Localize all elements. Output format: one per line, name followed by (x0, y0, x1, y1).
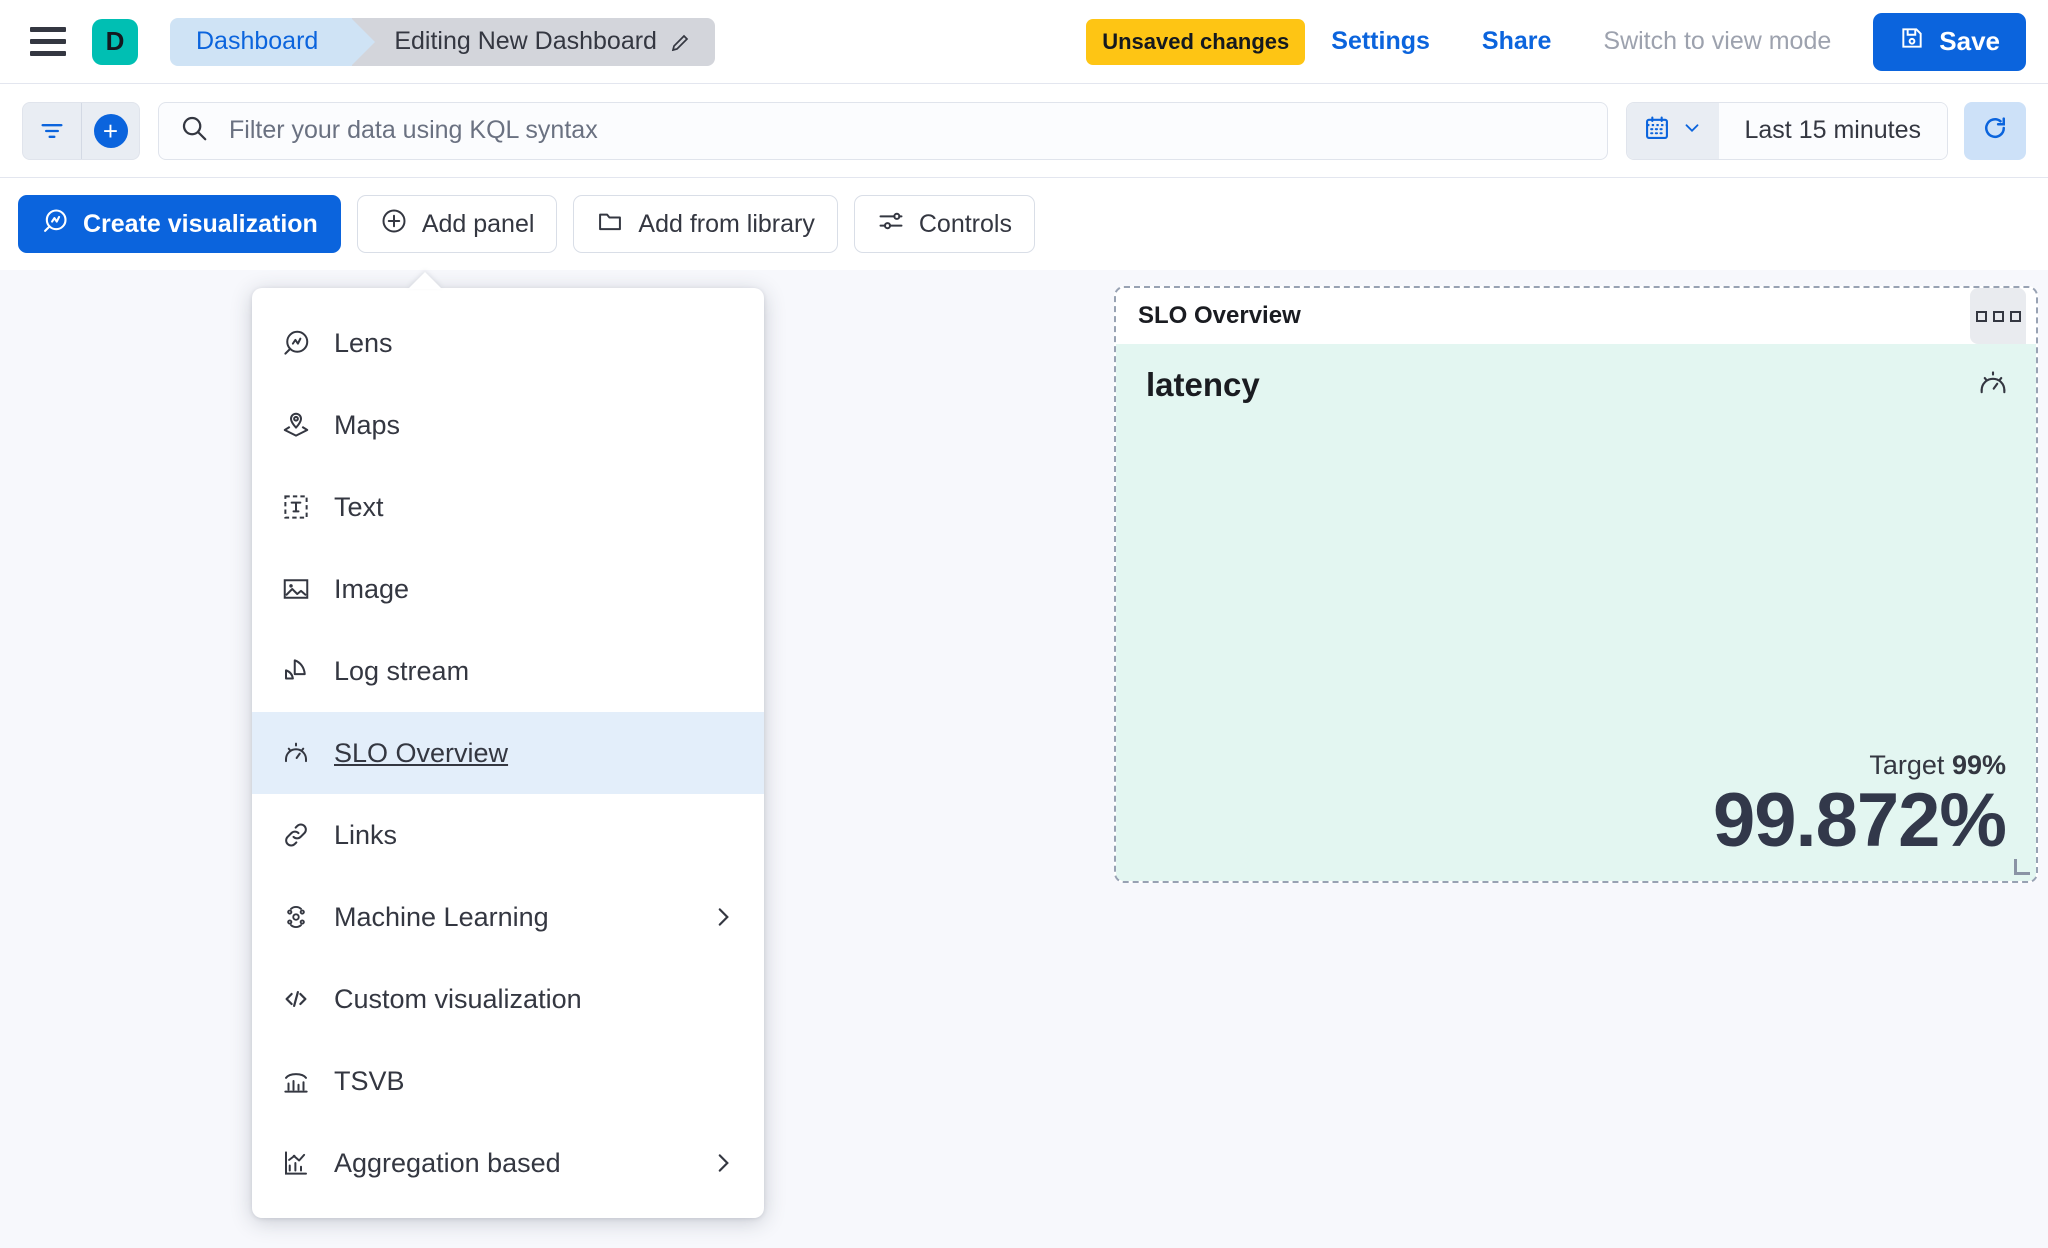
add-filter-button[interactable]: + (81, 102, 139, 159)
menu-item-links[interactable]: Links (252, 794, 764, 876)
menu-item-aggregation-based[interactable]: Aggregation based (252, 1122, 764, 1204)
context-menu-icon[interactable] (1970, 288, 2026, 344)
menu-item-text[interactable]: Text (252, 466, 764, 548)
controls-button[interactable]: Controls (853, 195, 1035, 253)
panel-resize-handle[interactable] (2014, 859, 2030, 875)
save-button-label: Save (1939, 26, 2000, 56)
search-input[interactable] (229, 116, 1587, 145)
panel-body: latency Target 99% 99.872% (1116, 344, 2036, 881)
map-pin-layers-icon (280, 409, 312, 441)
search-input-wrapper[interactable] (158, 101, 1608, 160)
tsvb-chart-icon (280, 1065, 312, 1097)
time-range-label[interactable]: Last 15 minutes (1718, 102, 1947, 159)
link-icon (280, 819, 312, 851)
create-visualization-button[interactable]: Create visualization (18, 195, 341, 253)
dashboard-canvas: Lens Maps Text (0, 270, 2048, 1248)
panel-header: SLO Overview (1116, 288, 2036, 344)
add-panel-label: Add panel (421, 209, 535, 238)
menu-item-label: TSVB (334, 1065, 405, 1096)
aggregation-chart-icon (280, 1147, 312, 1179)
save-button[interactable]: Save (1873, 12, 2026, 71)
switch-view-mode-link[interactable]: Switch to view mode (1603, 27, 1832, 55)
plus-circle-icon: + (93, 113, 128, 148)
chevron-down-icon (1681, 117, 1703, 144)
add-panel-menu: Lens Maps Text (252, 288, 764, 1218)
app-header: D Dashboard Editing New Dashboard Unsave… (0, 0, 2048, 84)
calendar-icon (1643, 114, 1671, 147)
slo-values: Target 99% 99.872% (1712, 750, 2007, 864)
add-from-library-label: Add from library (638, 209, 815, 238)
add-from-library-button[interactable]: Add from library (573, 195, 838, 253)
gauge-icon (1976, 366, 2010, 405)
dashboard-toolbar: Create visualization Add panel Add from … (0, 178, 2048, 270)
share-link[interactable]: Share (1481, 27, 1552, 55)
gauge-icon (280, 737, 312, 769)
menu-item-log-stream[interactable]: Log stream (252, 630, 764, 712)
code-icon (280, 983, 312, 1015)
filter-controls: + (22, 101, 140, 160)
menu-item-label: Custom visualization (334, 983, 582, 1014)
slo-name: latency (1146, 366, 1260, 403)
settings-link[interactable]: Settings (1331, 27, 1430, 55)
add-panel-button[interactable]: Add panel (356, 195, 558, 253)
breadcrumb-root-label: Dashboard (196, 27, 319, 55)
menu-item-image[interactable]: Image (252, 548, 764, 630)
status-badge[interactable]: Unsaved changes (1086, 18, 1306, 65)
menu-item-label: SLO Overview (334, 737, 509, 768)
panel-title: SLO Overview (1138, 302, 1301, 329)
chevron-right-icon (710, 1150, 736, 1176)
create-visualization-label: Create visualization (83, 209, 318, 238)
menu-item-label: Machine Learning (334, 901, 549, 932)
log-stream-icon (280, 655, 312, 687)
menu-item-machine-learning[interactable]: Machine Learning (252, 876, 764, 958)
query-bar: + Last 15 (0, 84, 2048, 178)
menu-item-label: Text (334, 491, 384, 522)
image-icon (280, 573, 312, 605)
lens-icon (280, 327, 312, 359)
breadcrumb-item-current[interactable]: Editing New Dashboard (352, 17, 715, 66)
slo-target-prefix: Target (1869, 750, 1945, 781)
search-icon (179, 113, 209, 148)
plus-circle-outline-icon (380, 207, 408, 242)
chevron-right-icon (710, 904, 736, 930)
menu-item-custom-visualization[interactable]: Custom visualization (252, 958, 764, 1040)
time-picker: Last 15 minutes (1625, 101, 1948, 160)
slo-current-value: 99.872% (1712, 778, 2007, 864)
breadcrumb-current-label: Editing New Dashboard (394, 27, 657, 55)
breadcrumb-item-dashboard[interactable]: Dashboard (170, 17, 376, 66)
machine-learning-icon (280, 901, 312, 933)
breadcrumb: Dashboard Editing New Dashboard (170, 17, 715, 66)
avatar[interactable]: D (92, 18, 138, 65)
slo-target-value: 99% (1951, 750, 2006, 781)
slo-overview-panel[interactable]: SLO Overview latency Target 99% 99.872% (1114, 286, 2038, 883)
header-actions: Unsaved changes Settings Share Switch to… (1086, 12, 2026, 71)
slo-target: Target 99% (1713, 750, 2006, 781)
text-box-icon (280, 491, 312, 523)
date-quick-select-button[interactable] (1626, 102, 1719, 159)
lens-icon (41, 207, 69, 242)
hamburger-icon[interactable] (26, 20, 70, 64)
menu-item-label: Maps (334, 409, 401, 440)
folder-icon (596, 207, 624, 242)
menu-item-maps[interactable]: Maps (252, 384, 764, 466)
menu-item-label: Links (334, 819, 398, 850)
pencil-icon[interactable] (669, 30, 693, 54)
controls-label: Controls (918, 209, 1012, 238)
refresh-button[interactable] (1964, 101, 2026, 160)
menu-item-label: Aggregation based (334, 1147, 561, 1178)
menu-item-lens[interactable]: Lens (252, 302, 764, 384)
menu-item-label: Log stream (334, 655, 470, 686)
menu-item-label: Image (334, 573, 410, 604)
menu-item-slo-overview[interactable]: SLO Overview (252, 712, 764, 794)
menu-item-label: Lens (334, 327, 393, 358)
filter-icon[interactable] (23, 103, 81, 159)
refresh-icon (1980, 113, 2010, 148)
menu-item-tsvb[interactable]: TSVB (252, 1040, 764, 1122)
floppy-disk-icon (1899, 25, 1925, 58)
controls-icon (877, 207, 905, 242)
